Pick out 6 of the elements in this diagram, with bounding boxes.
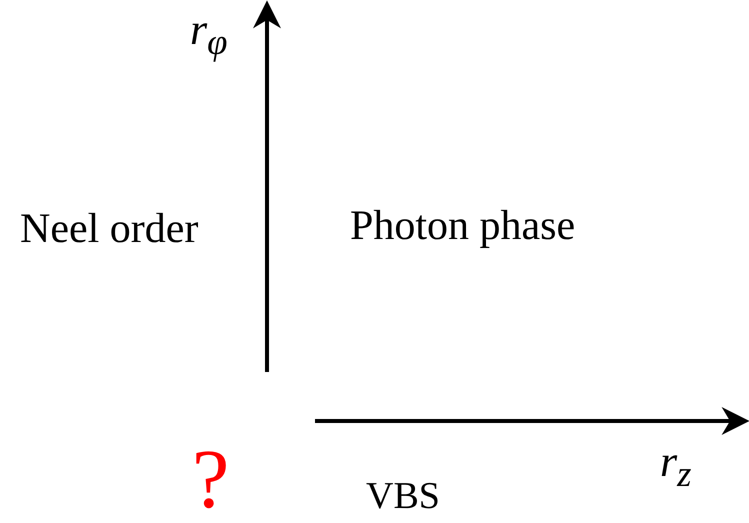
phase-label: Neel order <box>20 208 198 250</box>
question-mark: ? <box>192 438 230 522</box>
phase-label: VBS <box>366 477 440 515</box>
axis-label: r$_{z}$ <box>660 440 692 492</box>
axis-label: r$_{φ}$ <box>190 8 228 60</box>
phase-label: Photon phase <box>350 205 576 247</box>
